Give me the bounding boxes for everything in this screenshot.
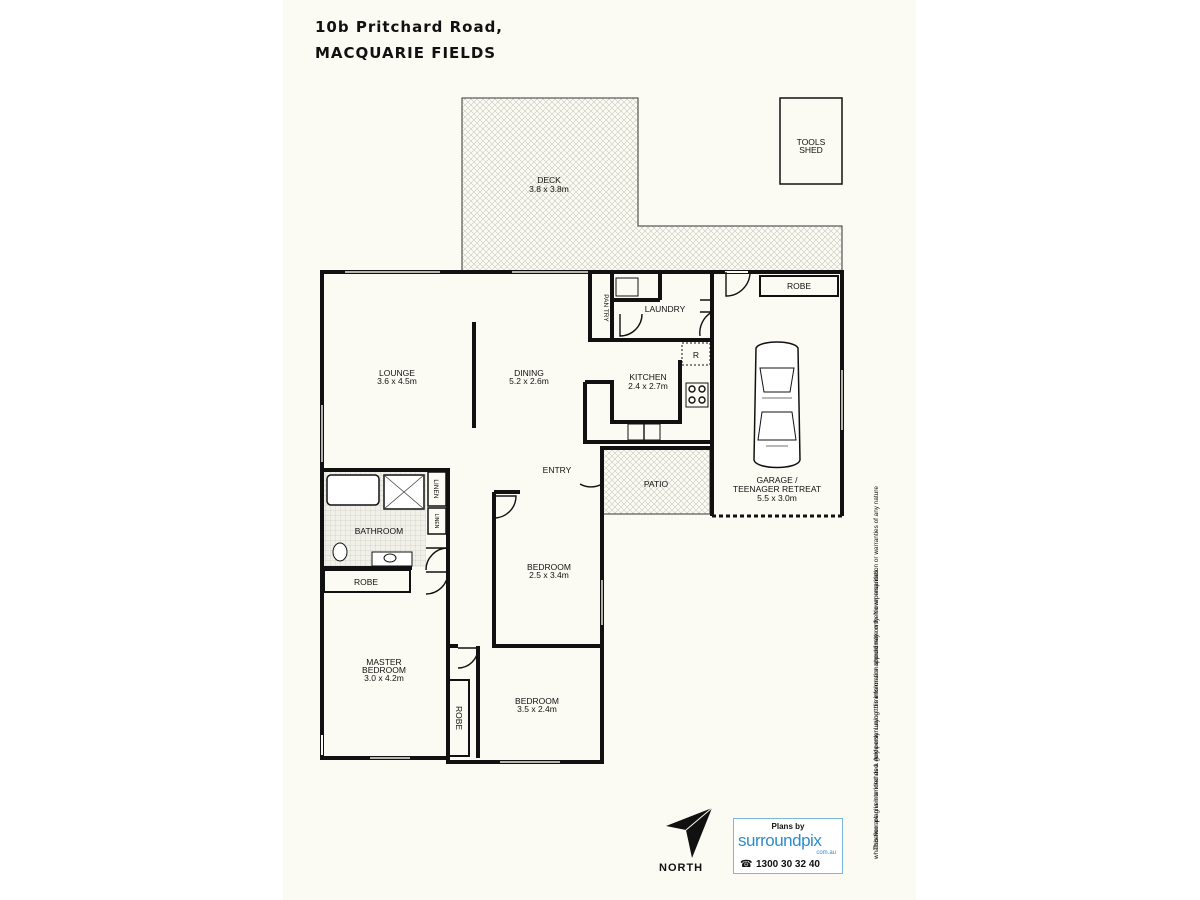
toilet bbox=[332, 542, 348, 562]
car-icon bbox=[753, 341, 801, 469]
surroundpix-logo: Plans by surroundpix com.au ☎ 1300 30 32… bbox=[733, 818, 843, 874]
linen-cupboard-2 bbox=[427, 507, 447, 535]
master-dims: 3.0 x 4.2m bbox=[364, 673, 404, 683]
garage-walls bbox=[710, 270, 844, 516]
master-robe bbox=[323, 569, 411, 593]
kitchen-label: KITCHEN bbox=[629, 372, 666, 382]
fridge-box bbox=[681, 342, 711, 366]
address-line-2: MACQUARIE FIELDS bbox=[315, 44, 497, 62]
brand-domain: com.au bbox=[816, 850, 836, 856]
dining-dims: 5.2 x 2.6m bbox=[509, 376, 549, 386]
fridge-label: R bbox=[693, 350, 699, 360]
garage-label-1: GARAGE / bbox=[756, 475, 798, 485]
bedroom3-robe bbox=[448, 679, 470, 757]
bedroom2-label: BEDROOM bbox=[527, 562, 571, 572]
laundry-tub bbox=[615, 277, 639, 297]
entry-label: ENTRY bbox=[543, 465, 572, 475]
garage-robe-label: ROBE bbox=[787, 281, 811, 291]
linen2-label: LINEN bbox=[433, 514, 439, 529]
master-label-1: MASTER bbox=[366, 657, 401, 667]
patio-area bbox=[601, 447, 711, 515]
laundry-label: LAUNDRY bbox=[645, 304, 686, 314]
north-arrow-icon bbox=[666, 808, 712, 858]
bathtub bbox=[326, 474, 380, 506]
pantry-wall bbox=[611, 272, 712, 340]
lounge-label: LOUNGE bbox=[379, 368, 415, 378]
bathroom-label: BATHROOM bbox=[355, 526, 403, 536]
linen1-label: LINEN bbox=[432, 479, 439, 498]
garage-dims: 5.5 x 3.0m bbox=[757, 493, 797, 503]
bedroom2-dims: 2.5 x 3.4m bbox=[529, 570, 569, 580]
garage-robe bbox=[759, 275, 839, 297]
master-label-2: BEDROOM bbox=[362, 665, 406, 675]
window-lines bbox=[321, 271, 843, 763]
cooktop bbox=[685, 382, 709, 408]
deck-dims: 3.8 x 3.8m bbox=[529, 184, 569, 194]
shed-label-1: TOOLS bbox=[797, 137, 826, 147]
plans-by-text: Plans by bbox=[771, 822, 805, 831]
north-label: NORTH bbox=[659, 862, 704, 874]
deck-label: DECK bbox=[537, 175, 561, 185]
pantry-label: PAN TRY bbox=[602, 294, 609, 322]
address-line-1: 10b Pritchard Road, bbox=[315, 18, 503, 36]
brand-phone: 1300 30 32 40 bbox=[756, 859, 820, 870]
shed-label-2: SHED bbox=[799, 145, 823, 155]
tools-shed bbox=[779, 97, 843, 185]
disclaimer-line-2: whatsoever are given or intended. Any pe… bbox=[873, 568, 880, 859]
patio-label: PATIO bbox=[644, 479, 669, 489]
bedroom3-label: BEDROOM bbox=[515, 696, 559, 706]
bedroom3-robe-label: ROBE bbox=[454, 706, 464, 730]
linen-cupboard-1 bbox=[427, 471, 447, 507]
kitchen-dims: 2.4 x 2.7m bbox=[628, 381, 668, 391]
bedroom3-dims: 3.5 x 2.4m bbox=[517, 704, 557, 714]
phone-icon: ☎ bbox=[740, 859, 753, 870]
master-robe-label: ROBE bbox=[354, 577, 378, 587]
garage-label-2: TEENAGER RETREAT bbox=[733, 484, 821, 494]
lounge-dims: 3.6 x 4.5m bbox=[377, 376, 417, 386]
dining-label: DINING bbox=[514, 368, 544, 378]
brand-name: surroundpix bbox=[738, 831, 822, 850]
door-swings bbox=[425, 271, 751, 669]
